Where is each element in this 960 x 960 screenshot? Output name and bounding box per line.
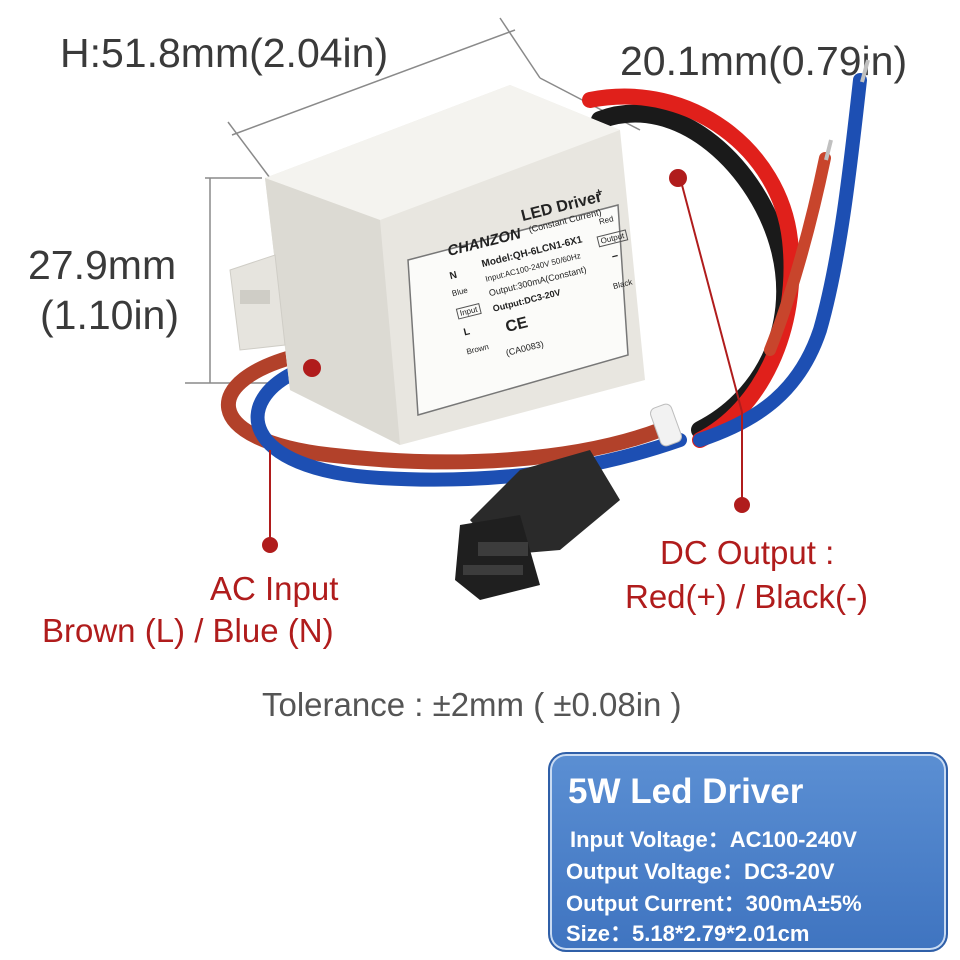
height-dimension-label: H:51.8mm(2.04in): [60, 30, 389, 76]
ac-input-label: AC Input: [210, 570, 339, 607]
jst-connector: [455, 450, 620, 600]
wire-tips: [824, 59, 870, 161]
dimension-lines: [185, 17, 641, 384]
spec-input-voltage: Input Voltage：AC100-240V: [570, 827, 857, 852]
label-n: N: [448, 269, 459, 283]
label-code: (CA0083): [504, 338, 545, 358]
label-blue: Blue: [450, 285, 469, 299]
input-wires: [221, 347, 687, 487]
spec-size: Size：5.18*2.79*2.01cm: [566, 921, 810, 946]
label-red: Red: [598, 214, 615, 227]
dc-output-wires-label: Red(+) / Black(-): [625, 578, 868, 615]
callout-markers: [262, 169, 750, 553]
label-brown: Brown: [465, 342, 490, 357]
driver-body: [229, 85, 645, 445]
spec-output-voltage: Output Voltage：DC3-20V: [566, 859, 835, 884]
tolerance-note: Tolerance : ±2mm ( ±0.08in ): [262, 686, 682, 723]
spec-title: 5W Led Driver: [568, 772, 804, 811]
label-black: Black: [612, 277, 634, 292]
label-l: L: [462, 326, 472, 339]
label-minus: −: [610, 250, 620, 264]
spec-box: 5W Led Driver Input Voltage：AC100-240V O…: [548, 752, 948, 952]
dc-output-label: DC Output :: [660, 534, 835, 571]
label-input-tag: Input: [455, 303, 482, 320]
ac-input-wires-label: Brown (L) / Blue (N): [42, 612, 334, 649]
width-dimension-mm: 27.9mm: [28, 242, 177, 288]
label-output-tag: Output: [596, 229, 629, 248]
ce-mark: CE: [503, 314, 530, 337]
width-dimension-in: (1.10in): [40, 292, 180, 338]
output-wires: [582, 73, 867, 448]
wire-sleeve: [650, 403, 682, 447]
spec-output-current: Output Current：300mA±5%: [566, 891, 862, 916]
